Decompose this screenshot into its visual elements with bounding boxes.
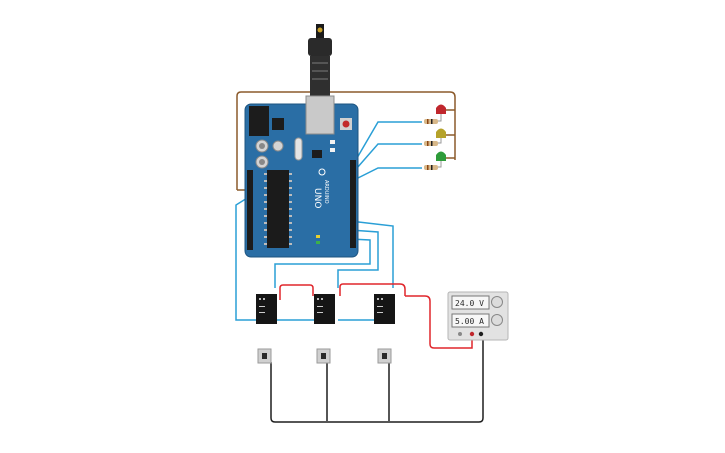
board-model-label: UNO (312, 188, 322, 208)
arduino-uno-board: ARDUINO UNO (244, 95, 359, 258)
relay-2 (314, 294, 335, 324)
negative-terminal-icon[interactable] (478, 331, 484, 337)
psu-voltage-display: 24.0 V (455, 299, 484, 308)
usb-cable (308, 24, 332, 96)
led-green (424, 151, 446, 170)
pushbutton-1[interactable] (257, 348, 272, 364)
brown-wires (236, 91, 456, 191)
pushbutton-3[interactable] (377, 348, 392, 364)
psu-current-display: 5.00 A (455, 317, 484, 326)
voltage-knob-icon[interactable] (491, 296, 503, 308)
relay-1 (256, 294, 277, 324)
pushbutton-2[interactable] (316, 348, 331, 364)
black-wires (270, 336, 484, 423)
blue-wires (235, 121, 422, 321)
board-brand-label: ARDUINO (323, 180, 329, 204)
power-supply: 24.0 V 5.00 A (447, 291, 509, 341)
positive-terminal-icon[interactable] (469, 331, 475, 337)
current-knob-icon[interactable] (491, 314, 503, 326)
led-red (424, 104, 446, 124)
relay-3 (374, 294, 395, 324)
red-wires (279, 283, 473, 349)
led-yellow (424, 128, 446, 146)
